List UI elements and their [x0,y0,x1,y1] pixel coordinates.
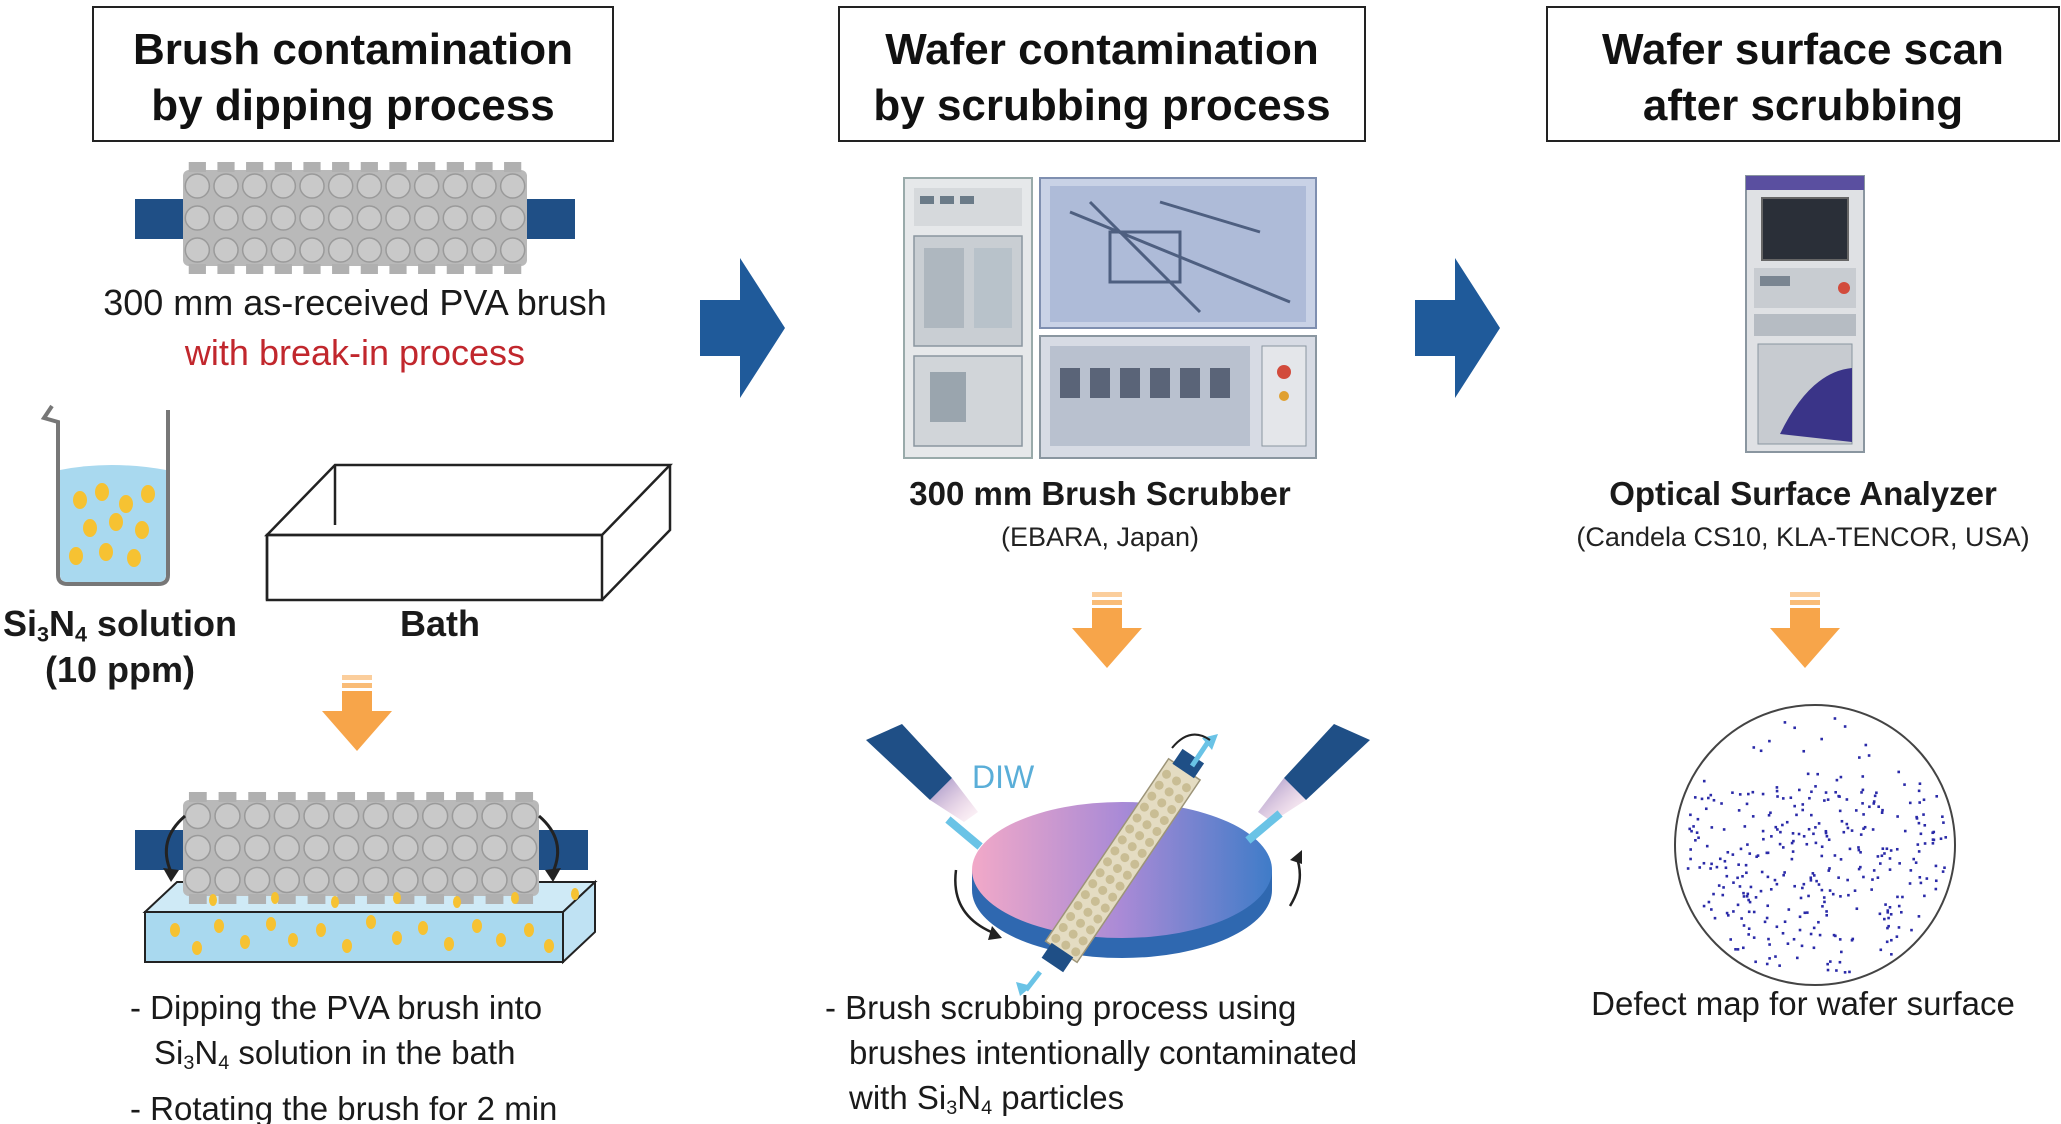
flow-arrow-down-2 [1072,592,1142,668]
col1-title-box: Brush contamination by dipping process [92,6,614,142]
beaker-label-line1: Si3N4 solution [2,603,238,647]
scrubbing-wafer-icon: DIW [866,724,1370,996]
brush-caption: 300 mm as-received PVA brush [103,282,607,323]
brush-note: with break-in process [184,332,526,373]
col2-title-line1: Wafer contamination [885,25,1319,74]
analyzer-name: Optical Surface Analyzer [1609,475,1997,512]
defect-map-caption: Defect map for wafer surface [1591,985,2015,1022]
beaker-icon [40,404,170,586]
bath-label: Bath [400,603,480,644]
col1-bullets: - Dipping the PVA brush into Si3N4 solut… [130,985,557,1124]
col1-bullet-1: - Dipping the PVA brush into [130,989,543,1026]
dipping-bath-icon [135,792,598,965]
col2-title-box: Wafer contamination by scrubbing process [838,6,1366,142]
brush-scrubber-photo [903,177,1317,459]
analyzer-maker: (Candela CS10, KLA-TENCOR, USA) [1576,522,2030,552]
beaker-label-line2: (10 ppm) [44,649,195,690]
flow-arrow-down-3 [1770,592,1840,668]
flow-arrow-right-2 [1415,258,1500,398]
col1-bullet-2: Si3N4 solution in the bath [154,1034,516,1074]
col1-title-line2: by dipping process [151,81,555,130]
col1-title-line1: Brush contamination [132,25,574,74]
scrubber-name: 300 mm Brush Scrubber [909,475,1291,512]
scrubber-maker: (EBARA, Japan) [1000,522,1200,552]
col3-title-line1: Wafer surface scan [1602,25,2004,74]
col2-bullet-3: with Si3N4 particles [849,1079,1125,1119]
flow-arrow-right-1 [700,258,785,398]
col2-bullets: - Brush scrubbing process using brushes … [825,985,1357,1124]
pva-brush-icon [135,162,575,274]
diw-label: DIW [972,759,1035,795]
defect-map-icon [1674,704,1956,986]
col1-bullet-3: - Rotating the brush for 2 min [130,1089,558,1124]
surface-analyzer-photo [1745,175,1865,453]
bath-icon [264,463,673,602]
col3-title-box: Wafer surface scan after scrubbing [1546,6,2060,142]
col2-title-line2: by scrubbing process [873,81,1331,130]
col2-bullet-2: brushes intentionally contaminated [849,1034,1358,1071]
flow-arrow-down-1 [322,675,392,751]
col3-title-line2: after scrubbing [1642,81,1964,130]
col2-bullet-1: - Brush scrubbing process using [825,989,1297,1026]
